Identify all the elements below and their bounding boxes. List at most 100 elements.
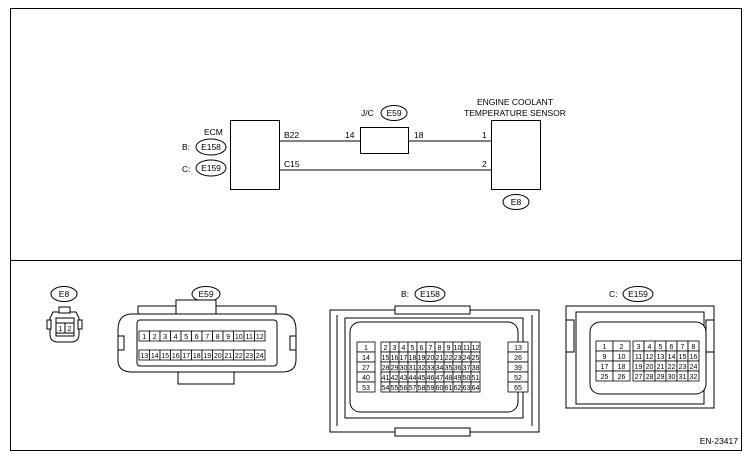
e158-pin-53-cell	[356, 381, 376, 393]
e59-pin-10: 10	[235, 334, 243, 341]
e59-pin-5: 5	[184, 334, 188, 341]
e158-pin-34: 34	[436, 365, 444, 372]
e59-pin-23: 23	[245, 353, 253, 360]
sensor-pin-1: 1	[482, 130, 487, 140]
connector-e158-prefix: B:	[401, 289, 409, 299]
e158-pin-17: 17	[400, 355, 408, 362]
e59-pin-12-cell	[254, 330, 266, 342]
e59-pin-6: 6	[195, 334, 199, 341]
e59-pin-11: 11	[246, 334, 253, 341]
diagram-frame	[10, 8, 742, 451]
wire-b22-label: B22	[284, 130, 299, 140]
e159-pin-17: 17	[601, 364, 609, 371]
jc-block: J/C E59	[360, 105, 409, 154]
sensor-pin-2: 2	[482, 159, 487, 169]
e59-pin-16: 16	[172, 353, 180, 360]
e158-pin-14: 14	[362, 355, 370, 362]
e158-pin-48: 48	[445, 375, 453, 382]
e159-pin-14: 14	[668, 354, 676, 361]
e158-pin-52: 52	[514, 375, 522, 382]
ecm-label: ECM	[204, 127, 223, 137]
e158-pin-46: 46	[427, 375, 435, 382]
e59-pin-1: 1	[142, 334, 146, 341]
e59-pin-15: 15	[161, 353, 169, 360]
e158-pin-56: 56	[400, 385, 408, 392]
e158-pin-38: 38	[472, 365, 480, 372]
e59-pin-17: 17	[182, 353, 190, 360]
e158-pin-8: 8	[438, 345, 442, 352]
e158-pin-15: 15	[382, 355, 390, 362]
e159-pin-25: 25	[601, 374, 609, 381]
e158-pin-9: 9	[447, 345, 451, 352]
e158-pin-36: 36	[454, 365, 462, 372]
e59-pin-21: 21	[224, 353, 232, 360]
e159-pin-9: 9	[603, 354, 607, 361]
e159-pin-13: 13	[657, 354, 665, 361]
e158-pin-58: 58	[418, 385, 426, 392]
e158-pin-26: 26	[514, 355, 522, 362]
e158-pin-59: 59	[427, 385, 435, 392]
e158-pin-29: 29	[391, 365, 399, 372]
e59-pin-18: 18	[193, 353, 201, 360]
e158-pin-30: 30	[400, 365, 408, 372]
e158-pin-41: 41	[382, 375, 390, 382]
e158-pin-57: 57	[409, 385, 417, 392]
e159-pin-12: 12	[646, 354, 654, 361]
e159-pin-5: 5	[659, 344, 663, 351]
e158-pin-24: 24	[463, 355, 471, 362]
e59-pin-7: 7	[205, 334, 209, 341]
e159-pin-20: 20	[646, 364, 654, 371]
connector-e8: E8 1 2	[46, 286, 83, 343]
e158-pin-25: 25	[472, 355, 480, 362]
e158-pin-2: 2	[384, 345, 388, 352]
e159-pin-22: 22	[668, 364, 676, 371]
e158-pin-16: 16	[391, 355, 399, 362]
e159-pin-8: 8	[692, 344, 696, 351]
e158-pin-55: 55	[391, 385, 399, 392]
e158-pin-10: 10	[454, 345, 462, 352]
e159-pin-26: 26	[618, 374, 626, 381]
e159-pin-31: 31	[679, 374, 687, 381]
e158-pin-22: 22	[445, 355, 453, 362]
ecm-conn-b-label: E158	[201, 142, 221, 152]
e59-pin-2: 2	[153, 334, 157, 341]
e159-pin-27: 27	[635, 374, 643, 381]
e59-pin-22: 22	[235, 353, 243, 360]
e59-pin-4: 4	[174, 334, 178, 341]
e158-pin-42: 42	[391, 375, 399, 382]
e158-pin-32: 32	[418, 365, 426, 372]
e158-pin-51: 51	[472, 375, 480, 382]
ecm-conn-b-prefix: B:	[182, 142, 190, 152]
e158-pin-44: 44	[409, 375, 417, 382]
e59-pin-20: 20	[214, 353, 222, 360]
e59-pin-9: 9	[226, 334, 230, 341]
e59-pin-3: 3	[163, 334, 167, 341]
e159-pin-6: 6	[670, 344, 674, 351]
sensor-title-1: ENGINE COOLANT	[477, 97, 553, 107]
e158-pin-27: 27	[362, 365, 370, 372]
e159-pin-24: 24	[690, 364, 698, 371]
ecm-conn-c-oval	[195, 159, 227, 177]
e59-pin-24-cell	[254, 349, 266, 361]
jc-conn-label: E59	[386, 108, 401, 118]
e159-pin-11: 11	[635, 354, 642, 361]
e158-pin-12: 12	[472, 345, 480, 352]
e158-pin-4: 4	[402, 345, 406, 352]
sensor-conn-oval	[502, 194, 530, 210]
e158-pin-28: 28	[382, 365, 390, 372]
e159-pin-30: 30	[668, 374, 676, 381]
e159-pin-3: 3	[637, 344, 641, 351]
e158-pin-3: 3	[393, 345, 397, 352]
e158-pin-60: 60	[436, 385, 444, 392]
jc-pin-left: 14	[345, 130, 355, 140]
e159-pin-4: 4	[648, 344, 652, 351]
connector-e159-prefix: C:	[609, 289, 618, 299]
e158-pin-39: 39	[514, 365, 522, 372]
e158-pin-18: 18	[409, 355, 417, 362]
connector-e8-label: E8	[59, 289, 70, 299]
e158-pin-61: 61	[445, 385, 453, 392]
jc-pin-right: 18	[414, 130, 424, 140]
e59-pin-24: 24	[256, 353, 264, 360]
